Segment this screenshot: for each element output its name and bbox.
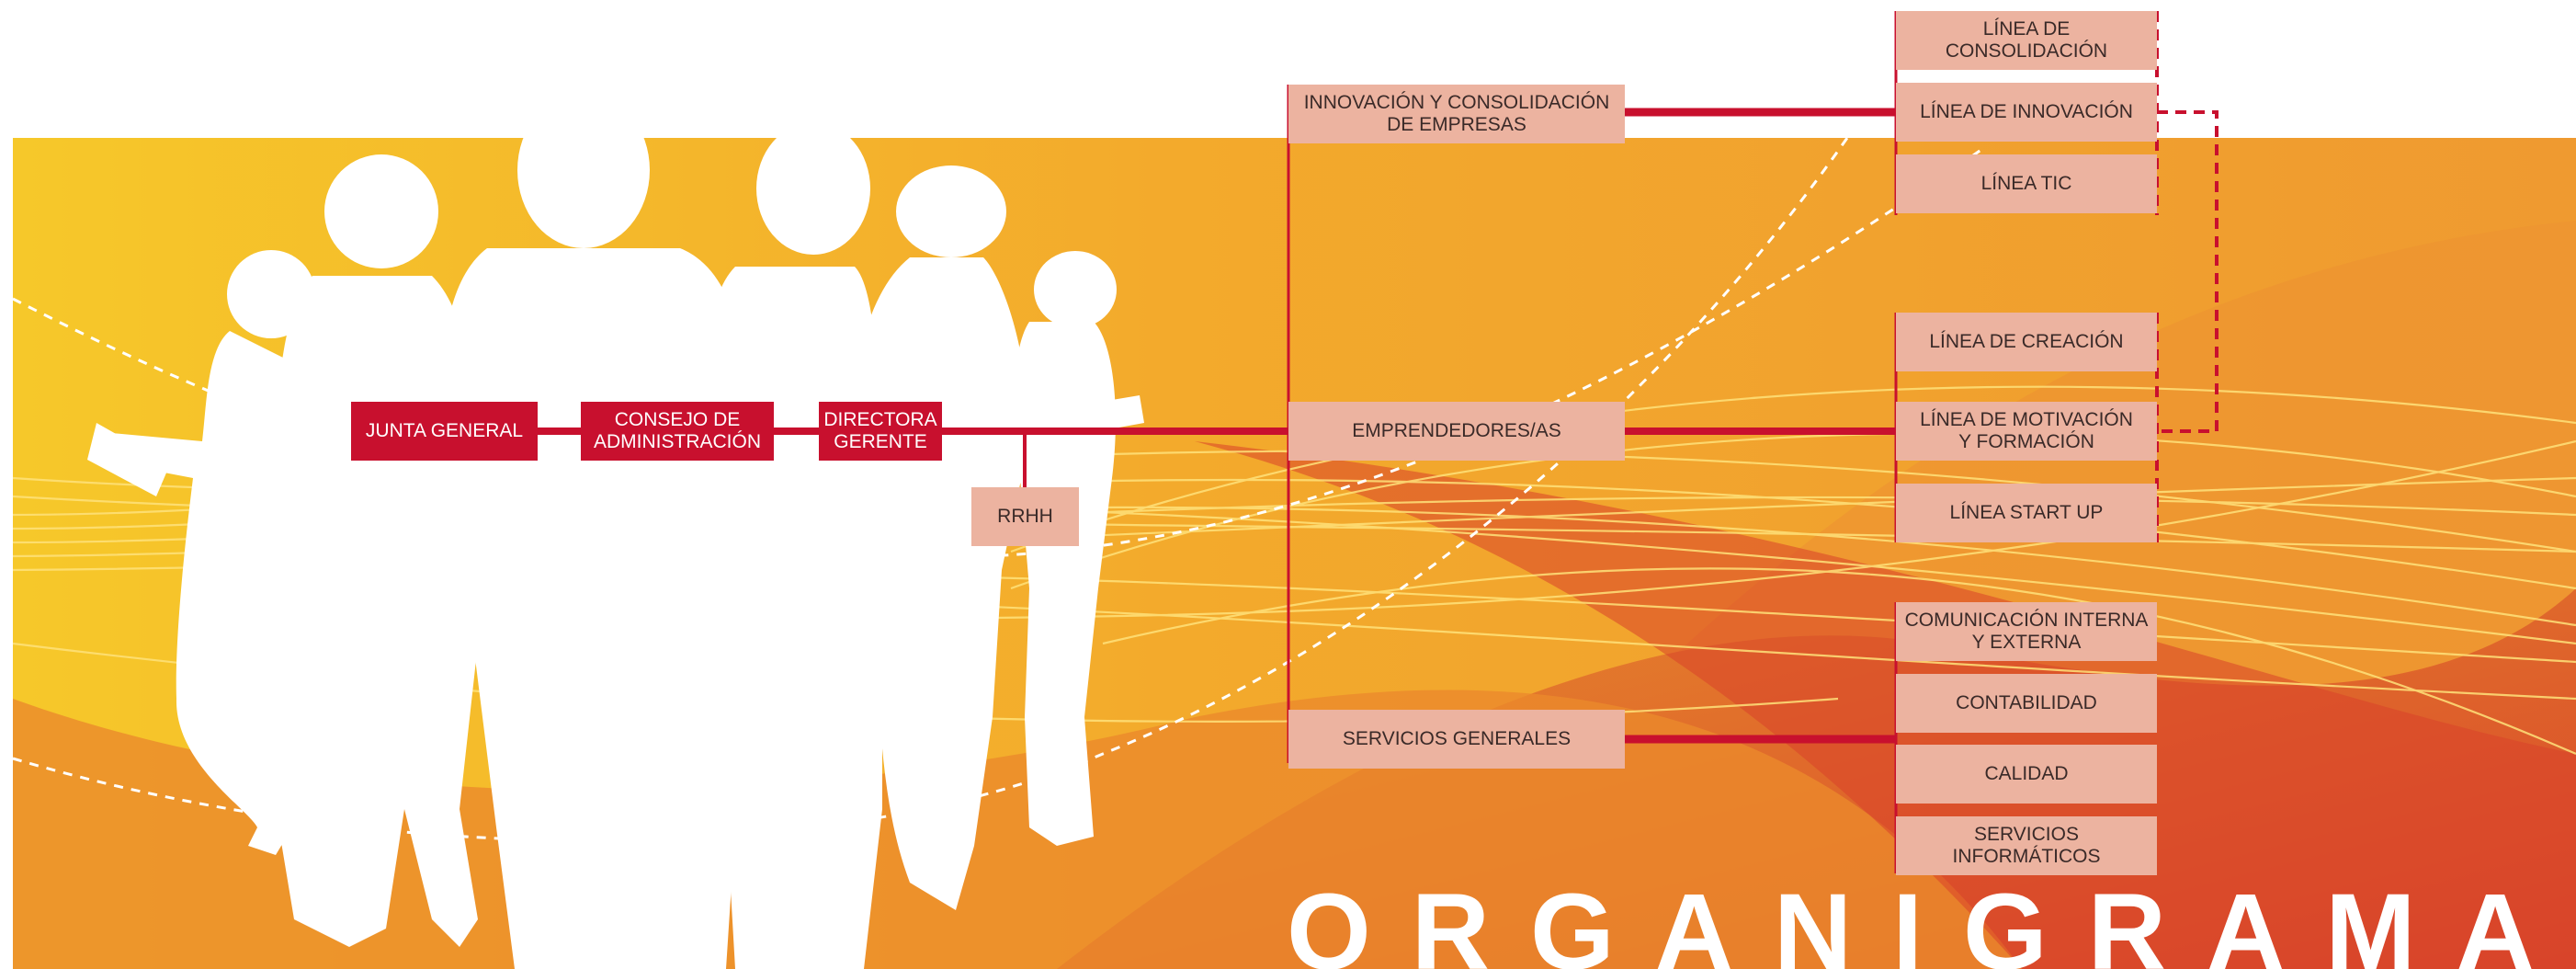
innovacion-consolidacion-box: INNOVACIÓN Y CONSOLIDACIÓN DE EMPRESAS [1288, 85, 1625, 143]
rrhh-box: RRHH [971, 487, 1079, 546]
linea-creacion-box: LÍNEA DE CREACIÓN [1896, 313, 2157, 371]
consejo-administracion-box: CONSEJO DE ADMINISTRACIÓN [581, 402, 774, 461]
servicios-generales-box: SERVICIOS GENERALES [1288, 710, 1625, 769]
linea-tic-box: LÍNEA TIC [1896, 154, 2157, 213]
servicios-informaticos-box: SERVICIOS INFORMÁTICOS [1896, 816, 2157, 875]
linea-innovacion-box: LÍNEA DE INNOVACIÓN [1896, 83, 2157, 142]
calidad-box: CALIDAD [1896, 745, 2157, 804]
red-swoosh [1195, 441, 2576, 969]
linea-motivacion-box: LÍNEA DE MOTIVACIÓN Y FORMACIÓN [1896, 402, 2157, 461]
organigrama-title: ORGANIGRAMA [1287, 872, 2575, 969]
comunicacion-box: COMUNICACIÓN INTERNA Y EXTERNA [1896, 602, 2157, 661]
contabilidad-box: CONTABILIDAD [1896, 674, 2157, 733]
directora-gerente-box: DIRECTORA GERENTE [819, 402, 942, 461]
junta-general-box: JUNTA GENERAL [351, 402, 538, 461]
linea-consolidacion-box: LÍNEA DE CONSOLIDACIÓN [1896, 11, 2157, 70]
emprendedores-box: EMPRENDEDORES/AS [1288, 402, 1625, 461]
linea-startup-box: LÍNEA START UP [1896, 484, 2157, 542]
